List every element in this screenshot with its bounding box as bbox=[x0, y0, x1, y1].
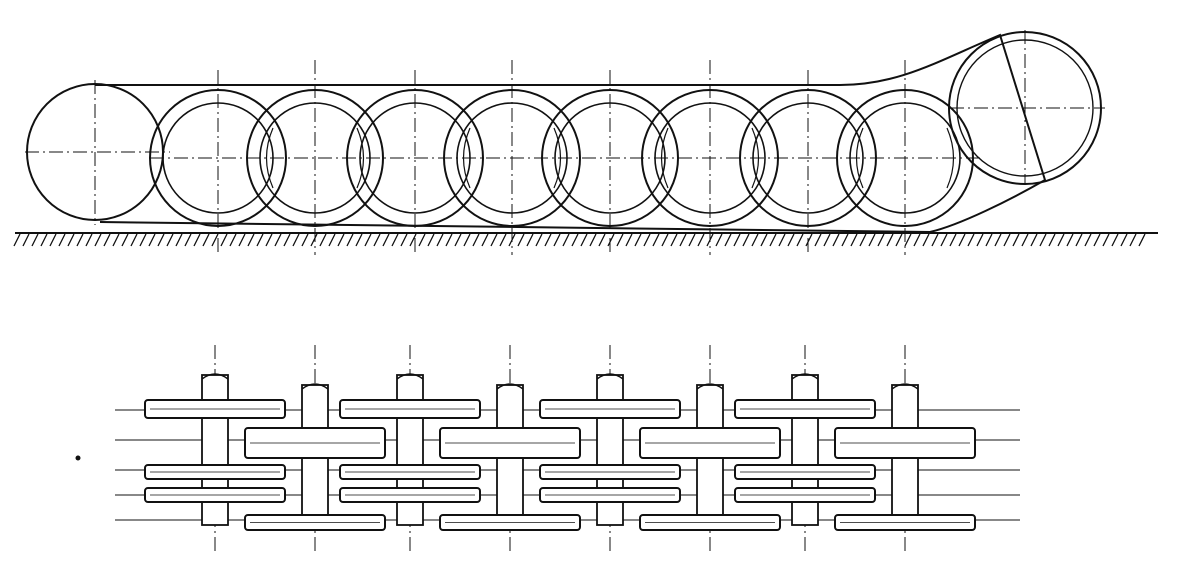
axle-cut-end bbox=[891, 383, 919, 390]
ground-hatching bbox=[13, 233, 1146, 247]
hub-arc bbox=[265, 127, 365, 189]
road-wheel bbox=[739, 70, 877, 255]
road-wheel bbox=[149, 70, 287, 255]
axle-cut-end bbox=[791, 373, 819, 380]
axle-cut-end bbox=[396, 373, 424, 380]
axle-cut-end bbox=[301, 383, 329, 390]
track-belt bbox=[95, 33, 1047, 234]
stray-mark bbox=[75, 455, 81, 461]
axle-cut-end bbox=[496, 383, 524, 390]
plan-view bbox=[75, 345, 1020, 552]
axle-cut-end bbox=[201, 373, 229, 380]
axle-cut-end bbox=[596, 373, 624, 380]
axle-cut-end bbox=[696, 383, 724, 390]
side-view bbox=[13, 30, 1158, 255]
